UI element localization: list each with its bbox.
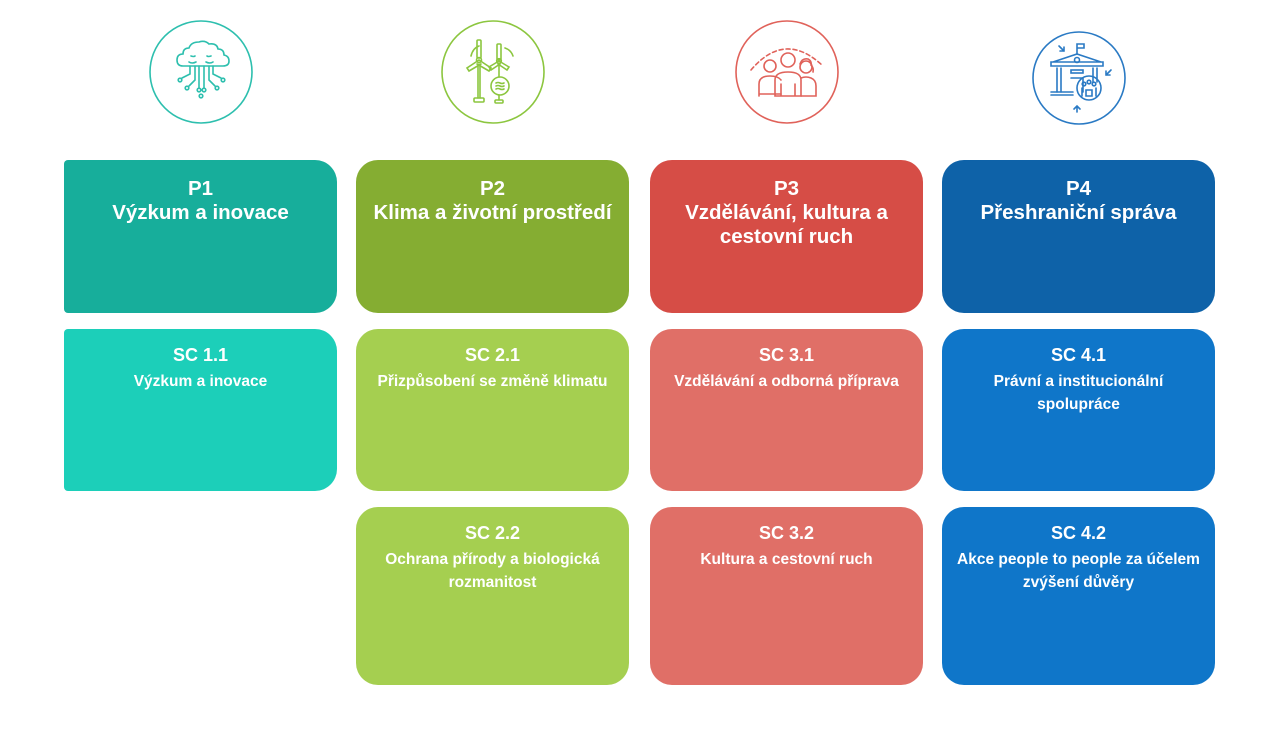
- objective-title: Přizpůsobení se změně klimatu: [377, 373, 608, 390]
- priority-card-p3: P3 Vzdělávání, kultura a cestovní ruch: [650, 160, 923, 313]
- institution-building-icon: [1031, 31, 1126, 125]
- objective-card-sc-3-2: SC 3.2 Kultura a cestovní ruch: [650, 507, 923, 685]
- objective-code: SC 4.1: [1050, 345, 1107, 365]
- objective-title: Právní a institucionální spolupráce: [993, 373, 1164, 413]
- objective-title: Akce people to people za účelem zvýšení …: [957, 551, 1200, 591]
- wind-turbines-icon: [440, 20, 545, 124]
- objective-code: SC 3.2: [758, 523, 815, 543]
- priority-title: Výzkum a inovace: [112, 201, 289, 224]
- priority-code: P2: [479, 177, 506, 200]
- objective-code: SC 4.2: [1050, 523, 1107, 543]
- objective-card-sc-4-1: SC 4.1 Právní a institucionální spoluprá…: [942, 329, 1215, 491]
- priority-card-p1: P1 Výzkum a inovace: [64, 160, 337, 313]
- objective-card-sc-2-2: SC 2.2 Ochrana přírody a biologická rozm…: [356, 507, 629, 685]
- people-group-icon: [734, 20, 839, 124]
- objective-code: SC 2.1: [464, 345, 521, 365]
- objective-card-sc-2-1: SC 2.1 Přizpůsobení se změně klimatu: [356, 329, 629, 491]
- priority-code: P4: [1065, 177, 1092, 200]
- objective-title: Kultura a cestovní ruch: [700, 551, 873, 568]
- priority-title: Přeshraniční správa: [980, 201, 1177, 224]
- objective-code: SC 1.1: [172, 345, 229, 365]
- priority-card-p4: P4 Přeshraniční správa: [942, 160, 1215, 313]
- objective-title: Vzdělávání a odborná příprava: [674, 373, 899, 390]
- priority-card-p2: P2 Klima a životní prostředí: [356, 160, 629, 313]
- priority-icon-p2: [356, 10, 629, 150]
- priority-icon-p3: [650, 10, 923, 150]
- objective-card-sc-4-2: SC 4.2 Akce people to people za účelem z…: [942, 507, 1215, 685]
- priority-code: P1: [187, 177, 214, 200]
- objective-card-sc-3-1: SC 3.1 Vzdělávání a odborná příprava: [650, 329, 923, 491]
- objective-title: Ochrana přírody a biologická rozmanitost: [385, 551, 600, 591]
- objective-card-sc-1-1: SC 1.1 Výzkum a inovace: [64, 329, 337, 491]
- priority-icon-p4: [942, 10, 1215, 150]
- objective-title: Výzkum a inovace: [133, 373, 268, 390]
- objective-code: SC 3.1: [758, 345, 815, 365]
- priority-icon-p1: [64, 10, 337, 150]
- priority-code: P3: [773, 177, 800, 200]
- cloud-brain-circuit-icon: [148, 20, 253, 124]
- priority-title: Vzdělávání, kultura a cestovní ruch: [685, 201, 888, 248]
- objective-code: SC 2.2: [464, 523, 521, 543]
- priority-title: Klima a životní prostředí: [373, 201, 612, 224]
